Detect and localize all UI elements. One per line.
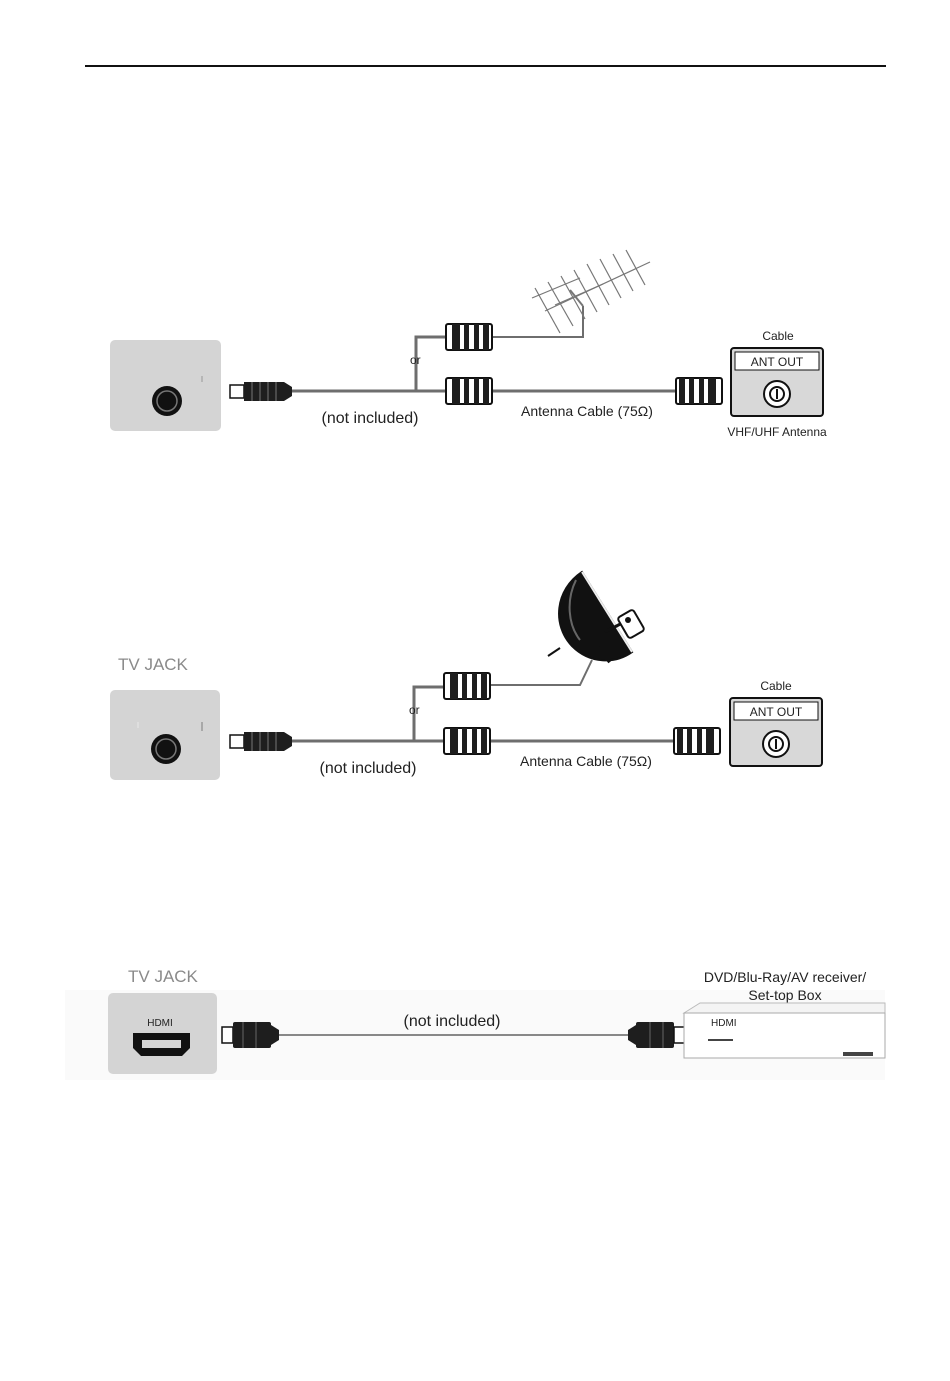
f-connector	[674, 728, 720, 754]
branch-cable	[416, 337, 448, 391]
f-connector	[446, 378, 492, 404]
or-label: or	[410, 353, 421, 367]
hdmi-port	[133, 1033, 190, 1056]
f-connector	[446, 324, 492, 350]
set-top-box-icon	[684, 1003, 885, 1058]
f-connector	[444, 728, 490, 754]
cable-box-title: Cable	[760, 679, 792, 693]
satellite-dish-icon	[548, 572, 645, 662]
cable-box-title: Cable	[762, 329, 794, 343]
coax-plug	[230, 732, 292, 751]
vhf-uhf-antenna-label: VHF/UHF Antenna	[727, 425, 827, 439]
tv-jack-panel	[110, 340, 221, 431]
antenna-cable-label: Antenna Cable (75Ω)	[520, 753, 652, 769]
device-label: Set-top Box	[748, 987, 821, 1003]
tv-jack-title: TV JACK	[118, 655, 189, 674]
ant-out-label: ANT OUT	[751, 355, 804, 369]
coax-plug	[230, 382, 292, 401]
f-connector	[444, 673, 490, 699]
tv-jack-title: TV JACK	[128, 967, 199, 986]
antenna-lead	[490, 306, 583, 337]
or-label: or	[409, 703, 420, 717]
hdmi-port-label: HDMI	[147, 1018, 173, 1029]
not-included-label: (not included)	[404, 1013, 501, 1030]
device-label: DVD/Blu-Ray/AV receiver/	[704, 969, 866, 985]
not-included-label: (not included)	[322, 410, 419, 427]
hdmi-connection-diagram: TV JACK HDMI (not included) DVD/Blu-Ray	[65, 967, 885, 1080]
antenna-cable-label: Antenna Cable (75Ω)	[521, 403, 653, 419]
dish-lead	[490, 660, 592, 685]
not-included-label: (not included)	[320, 760, 417, 777]
f-connector	[676, 378, 722, 404]
ant-out-label: ANT OUT	[750, 705, 803, 719]
antenna-connection-diagram: Cable ANT OUT or (not included) Antenna …	[110, 250, 827, 439]
yagi-antenna-icon	[532, 250, 650, 333]
satellite-connection-diagram: TV JACK	[110, 572, 822, 780]
device-hdmi-label: HDMI	[711, 1018, 737, 1029]
